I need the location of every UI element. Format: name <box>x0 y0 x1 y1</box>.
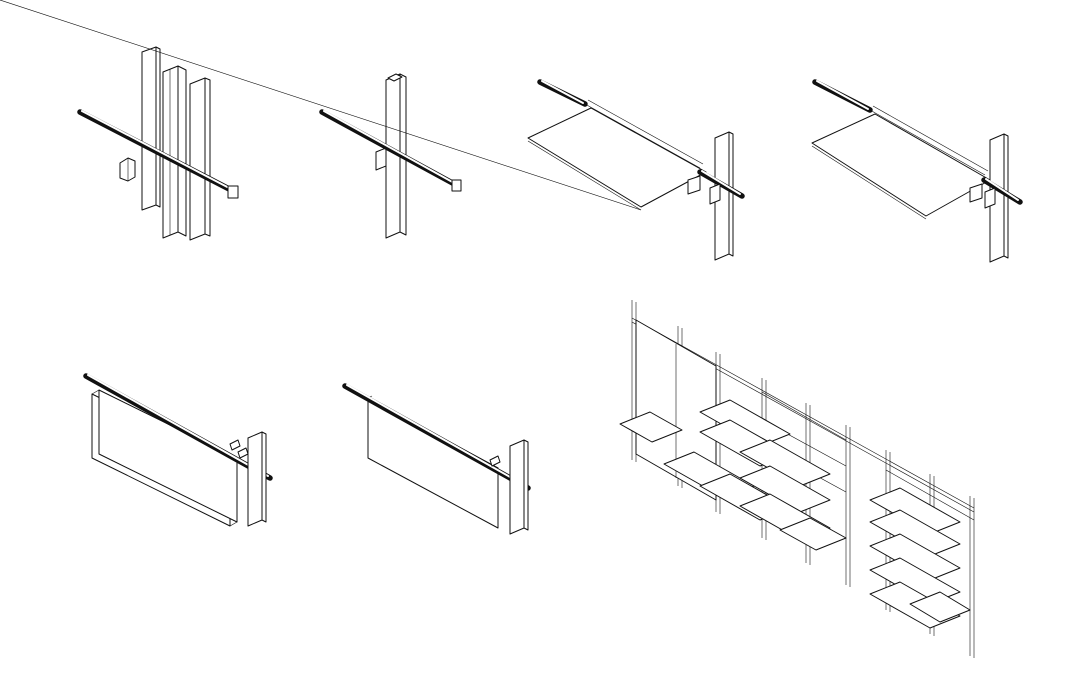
assembled-wall-system <box>619 300 975 658</box>
step-3-shelf-on-rail <box>0 0 745 261</box>
step-6-panel-hung <box>342 383 531 535</box>
step-5-panel-approach <box>83 373 273 527</box>
step-1-rail-and-uprights <box>77 46 239 241</box>
step-2-rail-on-upright <box>319 73 462 239</box>
wall-shelves <box>619 399 971 629</box>
step-4-shelf-engaged <box>811 79 1023 263</box>
